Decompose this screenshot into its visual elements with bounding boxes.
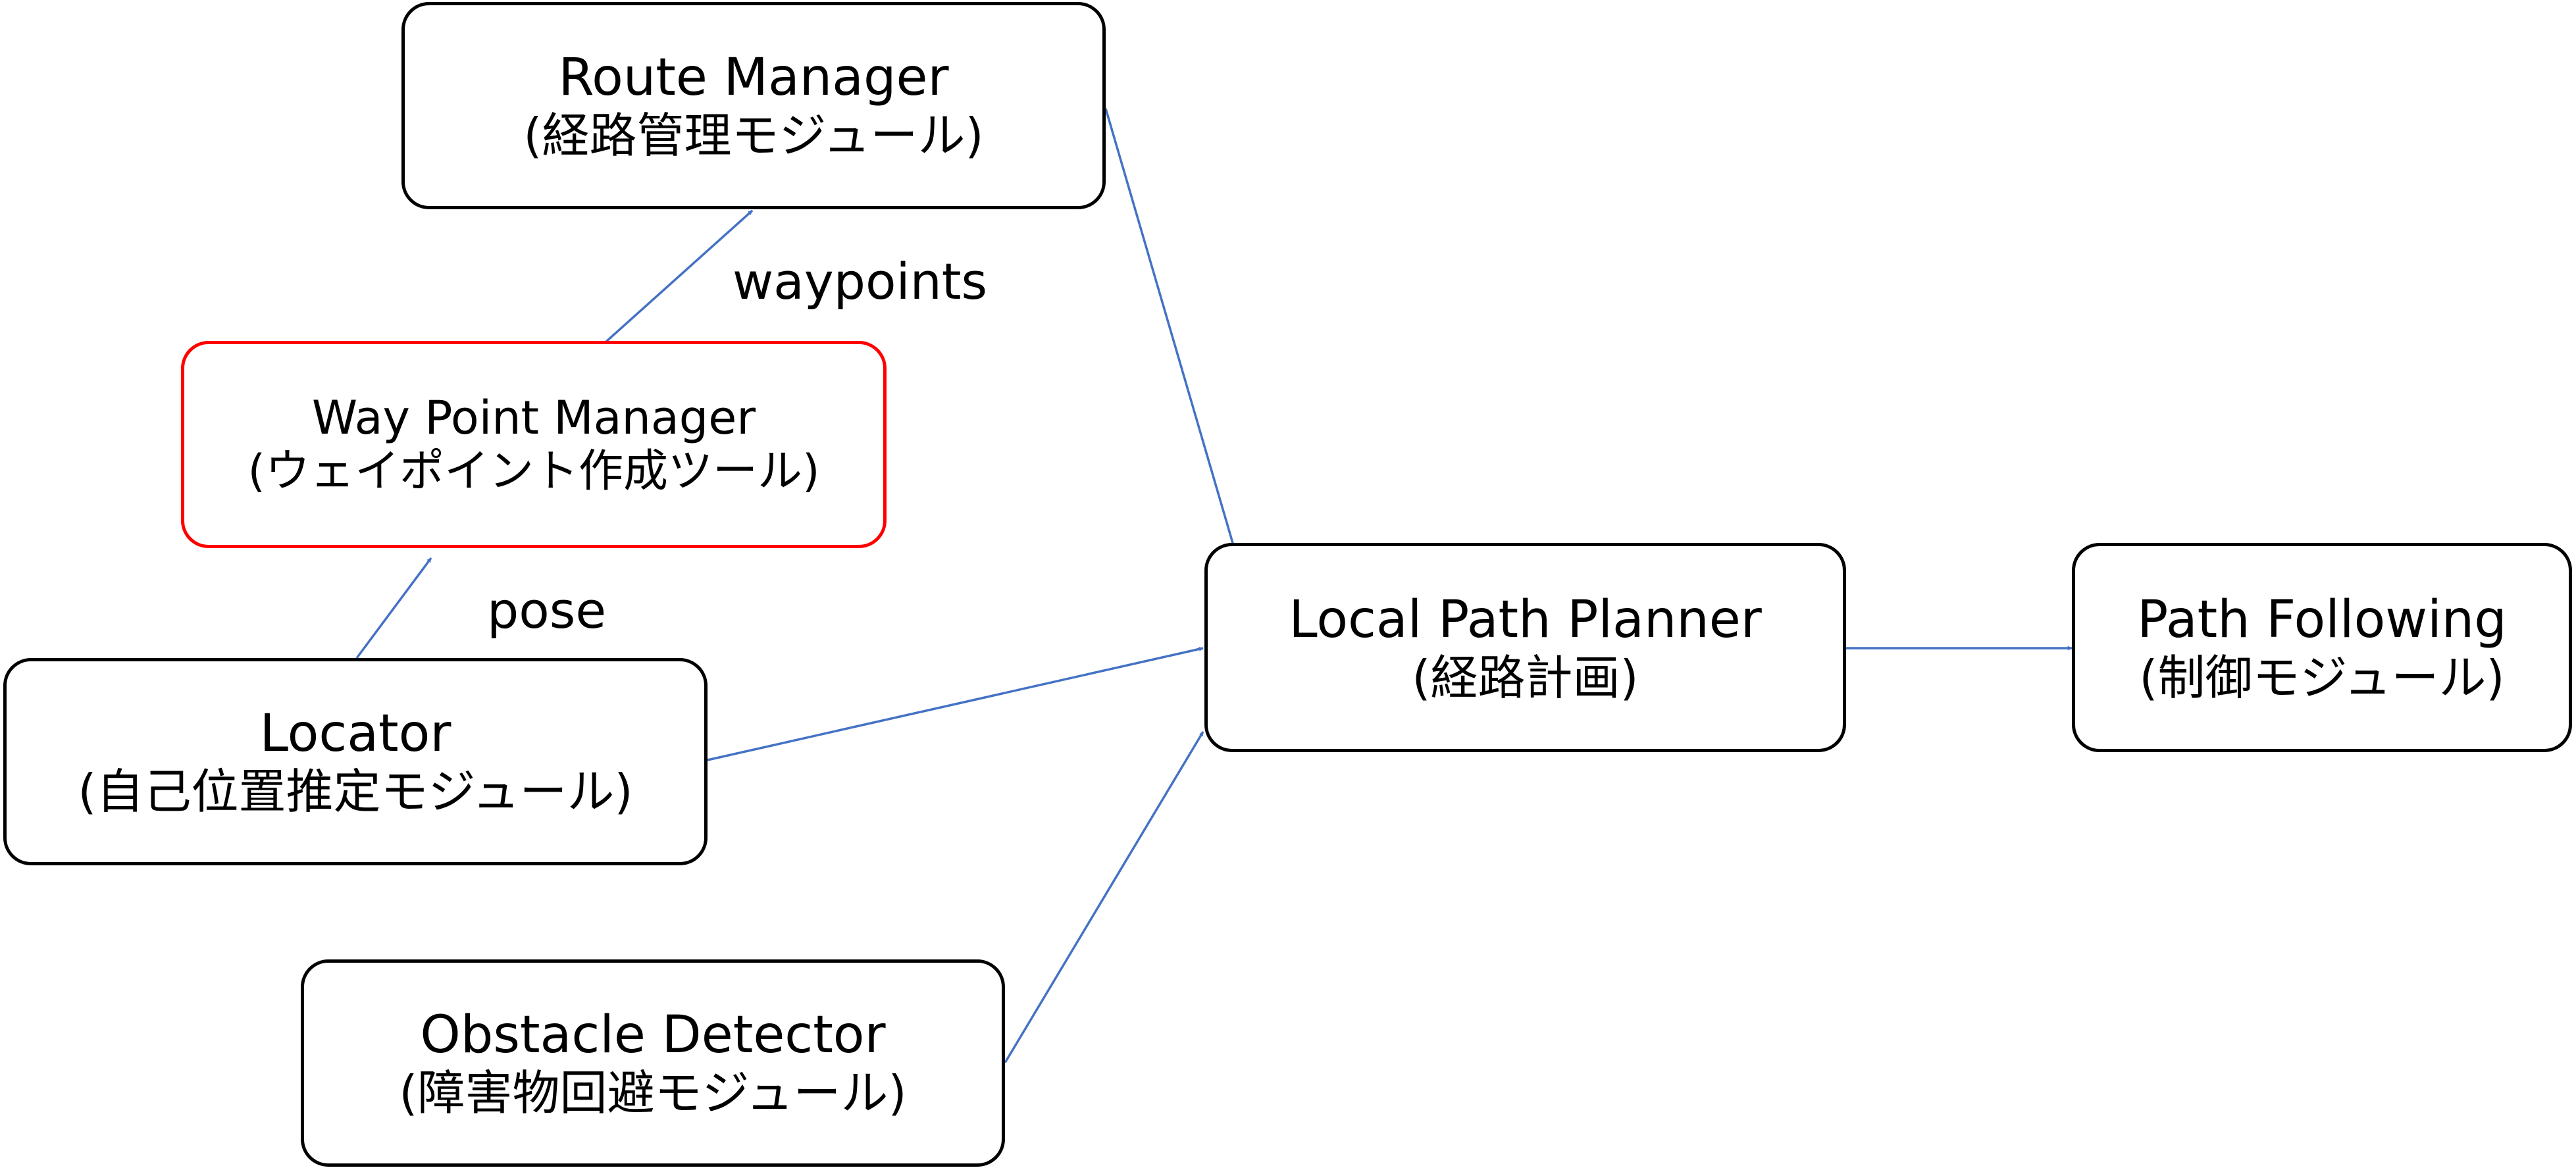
- local-path-planner-title: Local Path Planner: [1289, 590, 1762, 649]
- way-point-manager-subtitle: (ウェイポイント作成ツール): [247, 445, 820, 497]
- obstacle-detector-subtitle: (障害物回避モジュール): [399, 1065, 907, 1121]
- waypoints-edge-label: waypoints: [733, 252, 988, 311]
- locator-node: Locator (自己位置推定モジュール): [3, 658, 708, 865]
- way-point-manager-title: Way Point Manager: [311, 391, 756, 445]
- path-following-node: Path Following (制御モジュール): [2072, 543, 2572, 752]
- way-point-manager-node: Way Point Manager (ウェイポイント作成ツール): [181, 341, 887, 548]
- edge-locator-to-local-path-planner: [707, 646, 1204, 761]
- edge-locator-to-way-point-manager: [355, 557, 432, 659]
- local-path-planner-subtitle: (経路計画): [1412, 649, 1639, 705]
- pose-edge-label: pose: [487, 581, 607, 640]
- edge-way-point-manager-to-route-manager: [604, 209, 754, 343]
- locator-title: Locator: [259, 704, 451, 763]
- locator-subtitle: (自己位置推定モジュール): [78, 764, 633, 820]
- obstacle-detector-node: Obstacle Detector (障害物回避モジュール): [301, 959, 1005, 1167]
- edge-obstacle-detector-to-local-path-planner: [1004, 731, 1204, 1063]
- route-manager-node: Route Manager (経路管理モジュール): [401, 2, 1106, 209]
- path-following-subtitle: (制御モジュール): [2139, 649, 2505, 705]
- path-following-title: Path Following: [2137, 590, 2507, 649]
- route-manager-title: Route Manager: [558, 48, 949, 107]
- route-manager-subtitle: (経路管理モジュール): [523, 108, 984, 164]
- obstacle-detector-title: Obstacle Detector: [420, 1005, 886, 1065]
- edge-route-manager-to-local-path-planner: [1104, 108, 1235, 548]
- local-path-planner-node: Local Path Planner (経路計画): [1204, 543, 1846, 752]
